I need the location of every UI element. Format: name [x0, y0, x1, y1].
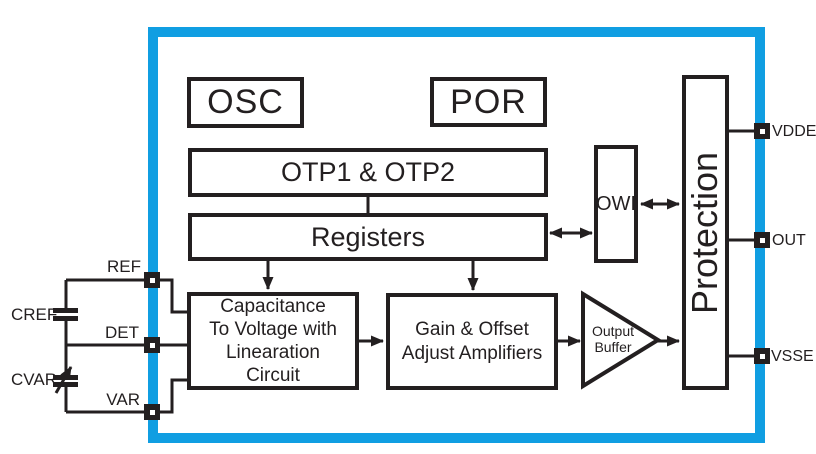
pin-label-vdde: VDDE — [772, 123, 816, 140]
pin-ref — [144, 272, 160, 288]
block-registers: Registers — [188, 213, 548, 261]
block-owi: OWI — [594, 145, 638, 263]
pin-vdde — [754, 123, 770, 139]
pin-vdde-hole — [759, 128, 765, 134]
cvar-capacitor-plate-bottom — [53, 382, 78, 387]
pin-out-hole — [759, 237, 765, 243]
cref-capacitor-plate-top — [53, 308, 78, 313]
cvar-label: CVAR — [11, 370, 57, 389]
cref-capacitor-plate-bottom — [53, 316, 78, 321]
pin-var-hole — [149, 409, 155, 415]
pin-vsse-hole — [759, 353, 765, 359]
pin-var — [144, 404, 160, 420]
pin-det-hole — [149, 342, 155, 348]
block-por: POR — [430, 77, 547, 127]
pin-det — [144, 337, 160, 353]
block-gain-offset-amplifiers: Gain & Offset Adjust Amplifiers — [386, 293, 558, 390]
output-buffer-triangle — [581, 290, 662, 390]
block-osc: OSC — [187, 77, 304, 128]
block-protection: Protection — [682, 75, 729, 390]
wire-ref-into-c2v — [160, 278, 189, 314]
output-buffer-label: Output Buffer — [591, 323, 635, 355]
pin-vsse — [754, 348, 770, 364]
pin-label-var: VAR — [106, 390, 140, 409]
pin-ref-hole — [149, 277, 155, 283]
pin-out — [754, 232, 770, 248]
block-capacitance-to-voltage: Capacitance To Voltage with Linearation … — [187, 292, 359, 390]
cref-label: CREF — [11, 305, 58, 324]
pin-label-vsse: VSSE — [771, 348, 814, 365]
wire-var-into-c2v — [160, 378, 189, 414]
pin-label-ref: REF — [107, 257, 141, 276]
pin-label-out: OUT — [772, 232, 806, 249]
protection-rotated-label: Protection — [684, 151, 726, 314]
cvar-capacitor-plate-top — [53, 375, 78, 380]
block-otp: OTP1 & OTP2 — [188, 148, 548, 197]
pin-label-det: DET — [105, 323, 139, 342]
